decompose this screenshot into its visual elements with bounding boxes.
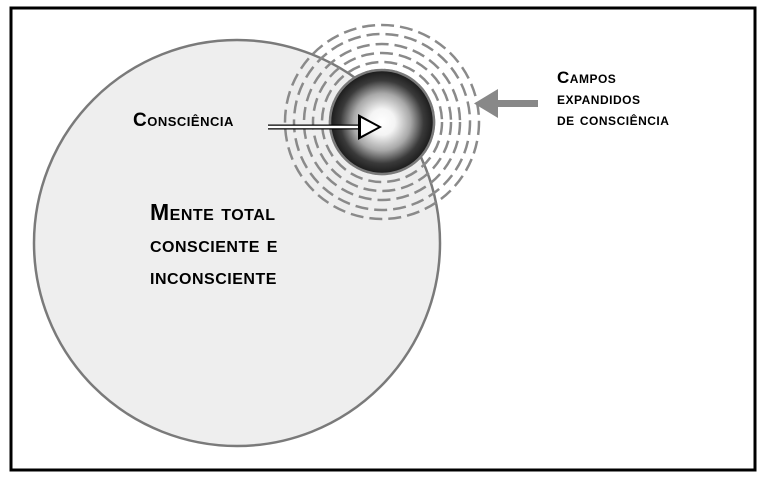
- total-mind-label-line-2: consciente e: [150, 231, 278, 257]
- total-mind-label-line-3: inconsciente: [150, 263, 277, 289]
- expanded-fields-label-line-2: expandidos: [557, 89, 641, 108]
- expanded-fields-label: Campos expandidos de consciência: [557, 67, 669, 130]
- total-mind-label-line-1: Mente total: [150, 199, 276, 225]
- consciousness-arrow: [268, 114, 382, 140]
- expanded-fields-arrow: [474, 89, 538, 118]
- consciousness-label: Consciência: [133, 110, 234, 131]
- total-mind-label: Mente total consciente e inconsciente: [150, 196, 278, 292]
- consciousness-core: [328, 68, 436, 176]
- expanded-fields-label-line-3: de consciência: [557, 110, 670, 129]
- expanded-fields-label-line-1: Campos: [557, 68, 617, 87]
- diagram-frame: [9, 6, 757, 472]
